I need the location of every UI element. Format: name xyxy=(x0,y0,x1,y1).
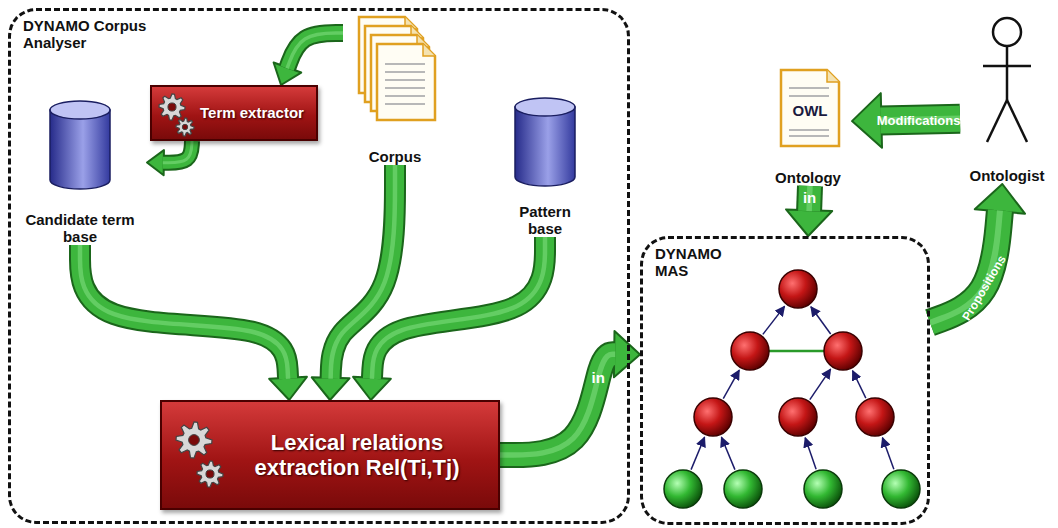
gear-hub xyxy=(189,435,200,446)
arrow-head xyxy=(312,377,350,400)
cylinder-top xyxy=(50,101,110,119)
actor-figure: Ontologist xyxy=(960,12,1054,184)
arrow-head xyxy=(147,150,164,175)
document-stack: Corpus xyxy=(343,15,447,165)
flow-arrow xyxy=(500,331,640,455)
term-agent xyxy=(724,470,762,508)
flow-arrow xyxy=(147,141,192,175)
flow-arrow xyxy=(852,93,960,148)
process-box: Lexical relations extraction Rel(Ti,Tj) xyxy=(160,400,500,510)
flow-arrow xyxy=(274,33,343,85)
agent-link xyxy=(810,369,831,399)
arrow-highlight xyxy=(500,354,615,455)
node-label: Candidate term base xyxy=(13,211,147,246)
cylinder-top xyxy=(515,98,575,116)
term-agent xyxy=(804,470,842,508)
arrow-highlight xyxy=(163,141,192,163)
node-label: Corpus xyxy=(343,148,447,165)
arrow-label: Modifications xyxy=(877,112,961,127)
arrow-body xyxy=(163,141,192,163)
file-type-label: OWL xyxy=(768,102,852,119)
arrow-highlight xyxy=(80,245,288,379)
dashed-region: DYNAMO MAS xyxy=(640,236,930,525)
flow-arrow xyxy=(80,245,307,400)
term-agent xyxy=(664,470,702,508)
node-label: Ontology xyxy=(768,169,848,186)
arrow-body xyxy=(287,33,343,68)
arrow-head xyxy=(614,331,640,377)
gear-hub xyxy=(168,103,176,111)
arrow-outline xyxy=(372,237,545,379)
gear-symbol xyxy=(159,94,185,120)
document-icon: OWL Ontology xyxy=(768,68,852,186)
arrow-head xyxy=(269,377,307,400)
agent-link xyxy=(882,438,893,470)
agent-link xyxy=(811,307,831,334)
agent-link xyxy=(721,437,734,469)
gear-symbol xyxy=(197,461,223,487)
term-agent xyxy=(882,470,920,508)
dashed-region: Term extractorCorpusCandidate term base P… xyxy=(8,8,630,524)
cylinder-body xyxy=(515,107,575,186)
stick-figure xyxy=(983,18,1031,142)
arrow-body xyxy=(80,245,288,379)
agent-node xyxy=(731,332,769,370)
arrow-body xyxy=(500,354,615,455)
arrow-head xyxy=(786,209,832,236)
arrow-outline xyxy=(80,245,288,379)
node-graphic xyxy=(343,15,447,165)
document-page xyxy=(377,44,435,120)
arrow-label: in xyxy=(592,369,605,386)
cylinder-body xyxy=(50,110,110,189)
arrow-body xyxy=(798,186,821,211)
agent-node xyxy=(824,332,862,370)
gear-hub xyxy=(206,470,214,478)
node-graphic xyxy=(960,12,1054,184)
agent-node xyxy=(779,270,817,308)
process-box: Term extractor xyxy=(150,85,318,141)
peer-link xyxy=(769,350,824,353)
agent-link xyxy=(853,371,866,398)
node-label: Term extractor xyxy=(200,104,304,121)
node-label: Lexical relations extraction Rel(Ti,Tj) xyxy=(242,430,472,481)
region-heading: DYNAMO Corpus Analyser xyxy=(23,17,153,52)
arrow-label: in xyxy=(803,189,816,206)
agent-link xyxy=(691,437,704,469)
arrow-outline xyxy=(287,33,343,68)
arrow-highlight xyxy=(372,237,545,379)
gear-symbol xyxy=(176,118,194,136)
gear-hub xyxy=(182,124,187,129)
node-label: Pattern base xyxy=(510,203,580,238)
agent-node xyxy=(694,398,732,436)
arrow-outline xyxy=(796,186,823,211)
agent-node xyxy=(856,398,894,436)
arrow-head xyxy=(975,184,1025,214)
arrow-outline xyxy=(163,141,192,163)
region-heading: DYNAMO MAS xyxy=(655,245,722,280)
arrow-head xyxy=(353,377,391,400)
flow-arrow xyxy=(353,237,545,400)
flow-arrow xyxy=(786,186,832,236)
agent-link xyxy=(805,438,816,469)
database-cylinder: Candidate term base xyxy=(13,95,147,245)
flow-arrow xyxy=(930,184,1025,323)
agent-link xyxy=(723,370,739,398)
node-graphic xyxy=(643,239,927,522)
arrow-outline xyxy=(500,354,615,455)
agent-link xyxy=(763,306,785,334)
node-label: Ontologist xyxy=(960,167,1054,184)
gear-symbol xyxy=(176,422,212,458)
agent-node xyxy=(779,398,817,436)
node-graphic xyxy=(768,68,852,186)
arrow-highlight xyxy=(287,33,343,68)
database-cylinder: Pattern base xyxy=(490,92,600,237)
arrow-body xyxy=(372,237,545,379)
